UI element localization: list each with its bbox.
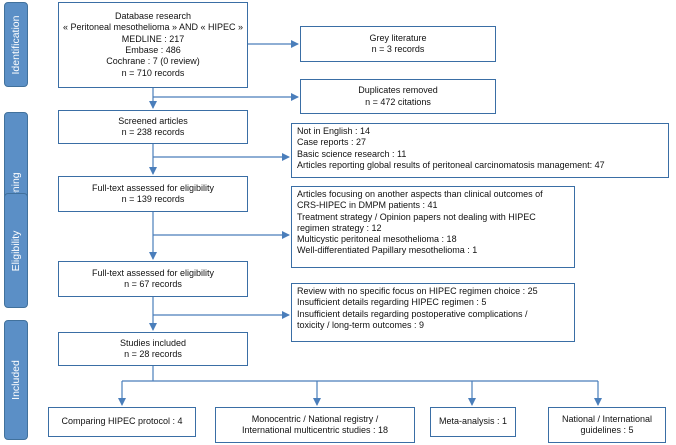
screening-exclusions-box: Not in English : 14 Case reports : 27 Ba… — [291, 123, 669, 178]
category-monocentric-box: Monocentric / National registry / Intern… — [215, 407, 415, 443]
phase-eligibility: Eligibility — [4, 193, 28, 308]
duplicates-box: Duplicates removed n = 472 citations — [300, 79, 496, 114]
fulltext1-box: Full-text assessed for eligibility n = 1… — [58, 176, 248, 212]
phase-included: Included — [4, 320, 28, 440]
category-meta-analysis-box: Meta-analysis : 1 — [430, 407, 516, 437]
eligibility-exclusions-1-box: Articles focusing on another aspects tha… — [291, 186, 575, 268]
grey-literature-box: Grey literature n = 3 records — [300, 26, 496, 62]
phase-identification: Identification — [4, 2, 28, 87]
included-box: Studies included n = 28 records — [58, 332, 248, 366]
category-comparing-hipec-box: Comparing HIPEC protocol : 4 — [48, 407, 196, 437]
database-box: Database research « Peritoneal mesotheli… — [58, 2, 248, 88]
fulltext2-box: Full-text assessed for eligibility n = 6… — [58, 261, 248, 297]
screened-box: Screened articles n = 238 records — [58, 110, 248, 144]
eligibility-exclusions-2-box: Review with no specific focus on HIPEC r… — [291, 283, 575, 342]
category-guidelines-box: National / International guidelines : 5 — [548, 407, 666, 443]
